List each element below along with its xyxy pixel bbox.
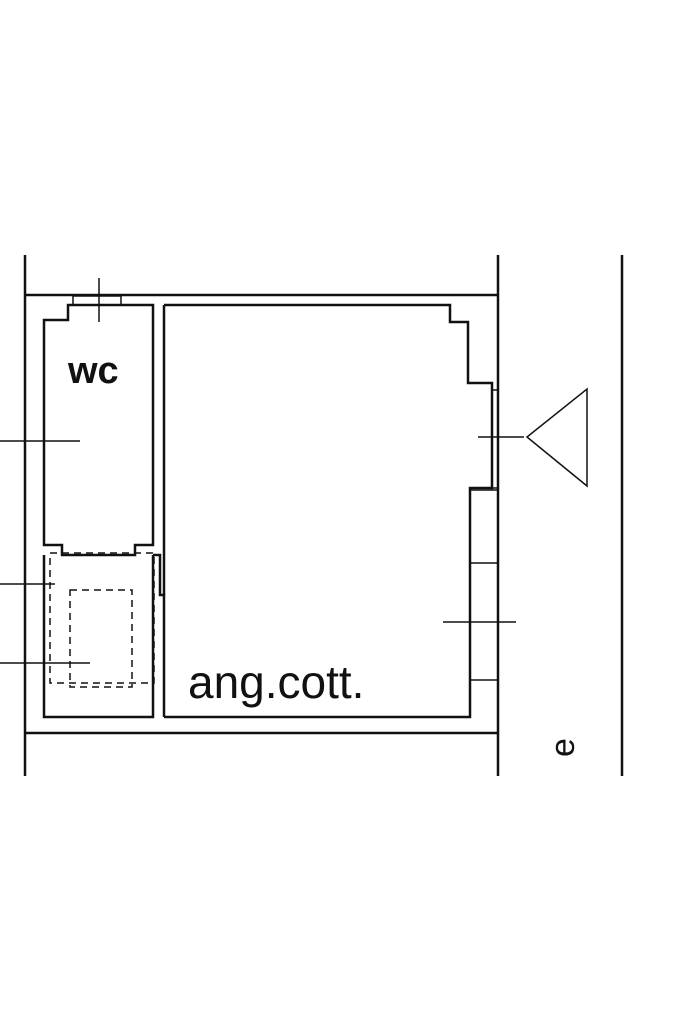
window-column — [469, 489, 499, 681]
wc-window — [72, 295, 122, 306]
triangle-marker — [525, 387, 588, 488]
right-window-frame — [491, 389, 499, 489]
wc-room-outline — [42, 303, 155, 557]
shower-room-outline — [42, 555, 155, 719]
shower-dashed-outline — [49, 552, 155, 684]
shower-tray-dashed — [69, 589, 133, 688]
cut-off-letter-label: e — [544, 738, 582, 757]
partition-wall — [153, 553, 166, 717]
kitchenette-label: ang.cott. — [188, 656, 364, 708]
wc-label: wc — [67, 350, 119, 392]
